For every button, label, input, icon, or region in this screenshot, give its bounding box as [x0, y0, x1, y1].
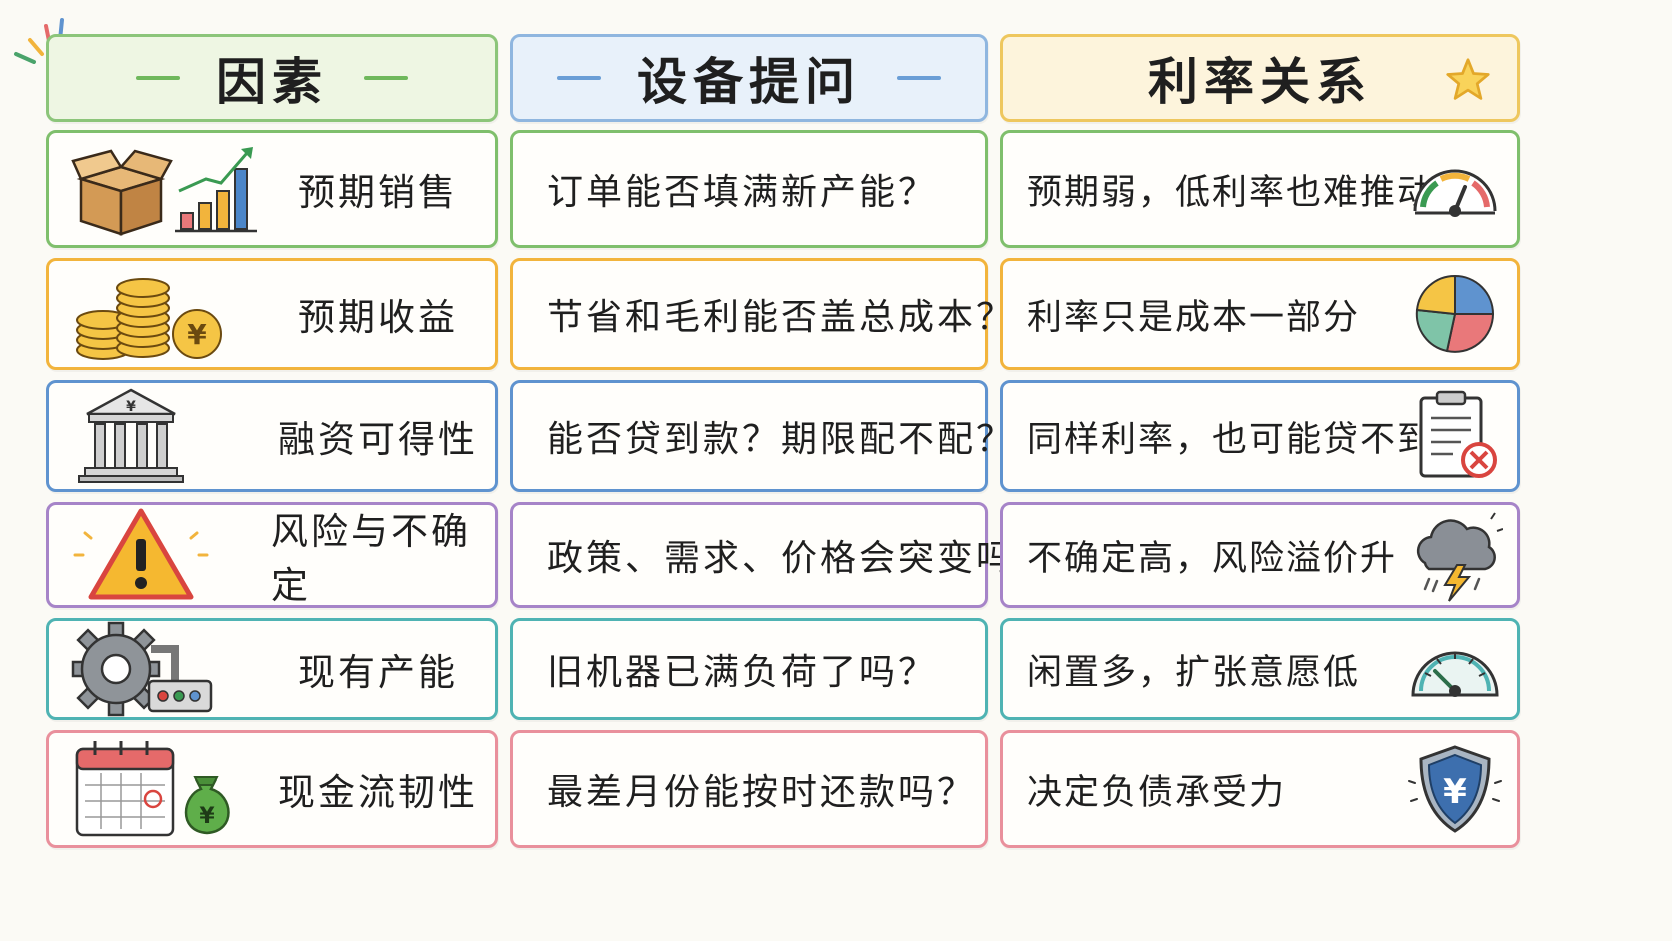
factor-card-expected-return: ¥ 预期收益 [46, 258, 498, 370]
header-dash-left [557, 76, 601, 80]
header-relation-title: 利率关系 [1148, 53, 1372, 111]
relation-label: 决定负债承受力 [1027, 772, 1287, 813]
svg-text:¥: ¥ [126, 399, 136, 415]
factor-card-expected-sales: 预期销售 [46, 130, 498, 248]
relation-label: 预期弱，低利率也难推动 [1027, 172, 1435, 213]
factor-label: 现有产能 [298, 651, 458, 694]
relation-card-capacity: 闲置多，扩张意愿低 [1000, 618, 1520, 720]
storm-cloud-icon [1416, 512, 1503, 602]
question-card-capacity: 旧机器已满负荷了吗？ [510, 618, 988, 720]
question-card-expected-sales: 订单能否填满新产能？ [510, 130, 988, 248]
question-card-financing: 能否贷到款？期限配不配？ [510, 380, 1016, 492]
question-card-expected-return: 节省和毛利能否盖总成本？ [510, 258, 1016, 370]
header-relation: 利率关系 [1000, 34, 1520, 122]
low-gauge-icon [1413, 169, 1497, 217]
svg-text:¥: ¥ [1443, 772, 1467, 812]
question-label: 最差月份能按时还款吗？ [547, 772, 977, 813]
header-question: 设备提问 [510, 34, 988, 122]
rejected-clipboard-icon [1419, 390, 1497, 478]
header-factor: 因素 [46, 34, 498, 122]
question-label: 订单能否填满新产能？ [547, 172, 938, 213]
question-card-cashflow: 最差月份能按时还款吗？ [510, 730, 988, 848]
factor-label: 风险与不确定 [271, 510, 471, 607]
pie-chart-icon [1415, 274, 1495, 353]
relation-label: 闲置多，扩张意愿低 [1027, 652, 1361, 693]
header-dash-left [136, 76, 180, 80]
coins-yen-icon: ¥ [76, 278, 222, 360]
box-growth-chart-icon [71, 147, 257, 236]
factor-card-cashflow: ¥ 现金流韧性 [46, 730, 498, 848]
relation-label: 同样利率，也可能贷不到 [1027, 419, 1435, 460]
relation-card-risk: 不确定高，风险溢价升 [1000, 502, 1520, 608]
svg-text:¥: ¥ [199, 804, 215, 829]
factor-label: 预期收益 [298, 296, 458, 339]
question-label: 能否贷到款？期限配不配？ [547, 419, 1016, 460]
gear-machine-icon [71, 621, 213, 717]
factor-card-financing: ¥ 融资可得性 [46, 380, 498, 492]
relation-card-expected-return: 利率只是成本一部分 [1000, 258, 1520, 370]
question-card-risk: 政策、需求、价格会突变吗？ [510, 502, 1055, 608]
header-factor-title: 因素 [216, 53, 328, 111]
relation-label: 利率只是成本一部分 [1027, 297, 1361, 338]
factor-card-capacity: 现有产能 [46, 618, 498, 720]
question-label: 旧机器已满负荷了吗？ [547, 652, 938, 693]
header-dash-right [364, 76, 408, 80]
factor-label: 融资可得性 [278, 418, 478, 461]
calendar-moneybag-icon: ¥ [75, 741, 230, 837]
factor-card-risk: 风险与不确定 [46, 502, 498, 608]
question-label: 节省和毛利能否盖总成本？ [547, 297, 1016, 338]
header-dash-right [897, 76, 941, 80]
header-question-title: 设备提问 [637, 53, 861, 111]
question-label: 政策、需求、价格会突变吗？ [547, 538, 1055, 579]
relation-card-cashflow: 决定负债承受力 ¥ [1000, 730, 1520, 848]
star-icon [1446, 58, 1490, 100]
relation-card-financing: 同样利率，也可能贷不到 [1000, 380, 1520, 492]
warning-icon [73, 508, 209, 600]
relation-card-expected-sales: 预期弱，低利率也难推动 [1000, 130, 1520, 248]
factor-label: 预期销售 [298, 171, 458, 214]
yen-shield-icon: ¥ [1408, 745, 1502, 833]
factor-label: 现金流韧性 [278, 771, 478, 814]
capacity-gauge-icon [1411, 651, 1499, 697]
relation-label: 不确定高，风险溢价升 [1027, 538, 1398, 579]
bank-icon: ¥ [78, 388, 184, 483]
svg-text:¥: ¥ [187, 318, 207, 351]
